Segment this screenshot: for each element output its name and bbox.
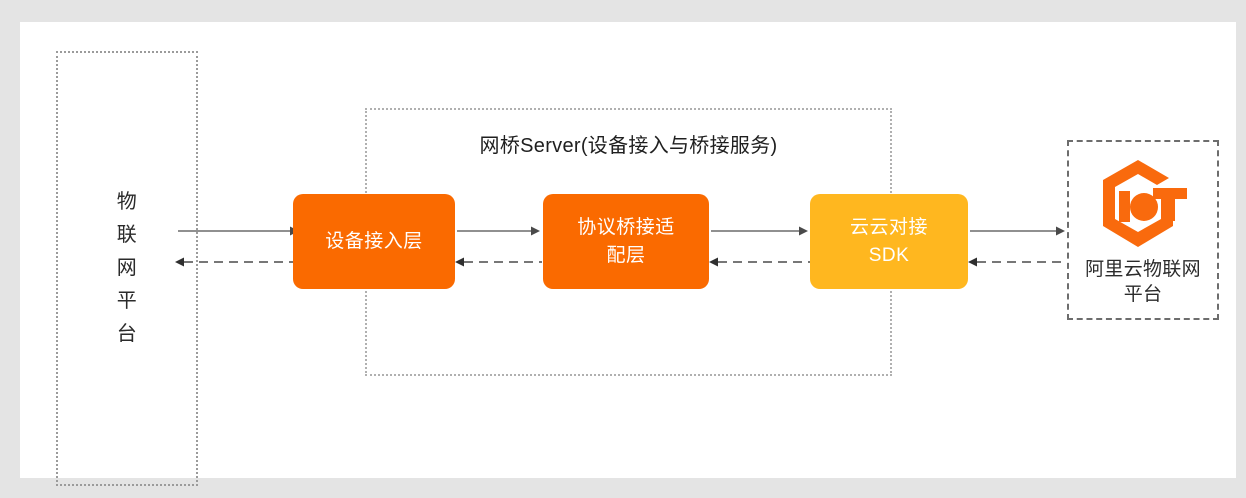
iot-platform-label-char-2: 联 xyxy=(116,224,138,246)
iot-platform-label: 物 联 网 平 台 xyxy=(117,186,138,351)
connector-device-access-to-protocol-bridge xyxy=(457,225,543,237)
node-cloud-sdk-label-line2: SDK xyxy=(868,244,910,266)
aliyun-iot-platform-box: 阿里云物联网 平台 xyxy=(1067,140,1219,320)
node-device-access-label: 设备接入层 xyxy=(325,230,423,252)
iot-hexagon-logo-icon xyxy=(1103,160,1187,247)
node-device-access[interactable]: 设备接入层 xyxy=(293,194,455,289)
aliyun-iot-platform-label-line1: 阿里云物联网 xyxy=(1085,259,1201,280)
node-protocol-bridge-label-line1: 协议桥接适 xyxy=(577,216,675,238)
iot-platform-label-char-4: 平 xyxy=(116,290,138,312)
node-cloud-sdk[interactable]: 云云对接 SDK xyxy=(810,194,968,289)
bridge-server-title: 网桥Server(设备接入与桥接服务) xyxy=(479,135,778,157)
iot-platform-box: 物 联 网 平 台 xyxy=(56,51,198,486)
iot-platform-label-char-3: 网 xyxy=(116,257,138,279)
node-protocol-bridge[interactable]: 协议桥接适 配层 xyxy=(543,194,709,289)
aliyun-iot-platform-label: 阿里云物联网 平台 xyxy=(1085,257,1201,307)
connector-cloud-sdk-to-aliyun-platform xyxy=(970,225,1068,237)
connector-aliyun-platform-to-cloud-sdk xyxy=(968,256,1068,268)
connector-cloud-sdk-to-protocol-bridge xyxy=(709,256,811,268)
connector-platform-to-device-access xyxy=(178,225,303,237)
connector-protocol-bridge-to-cloud-sdk xyxy=(711,225,811,237)
node-cloud-sdk-label-line1: 云云对接 xyxy=(849,216,928,238)
aliyun-iot-platform-label-line2: 平台 xyxy=(1123,284,1163,305)
node-protocol-bridge-label-line2: 配层 xyxy=(606,244,646,266)
diagram-canvas: 物 联 网 平 台 网桥Server(设备接入与桥接服务) 设备接入层 xyxy=(20,22,1236,486)
iot-platform-label-char-1: 物 xyxy=(116,191,138,213)
connector-protocol-bridge-to-device-access xyxy=(455,256,543,268)
iot-platform-label-char-5: 台 xyxy=(116,323,138,345)
connector-device-access-to-platform xyxy=(175,256,303,268)
